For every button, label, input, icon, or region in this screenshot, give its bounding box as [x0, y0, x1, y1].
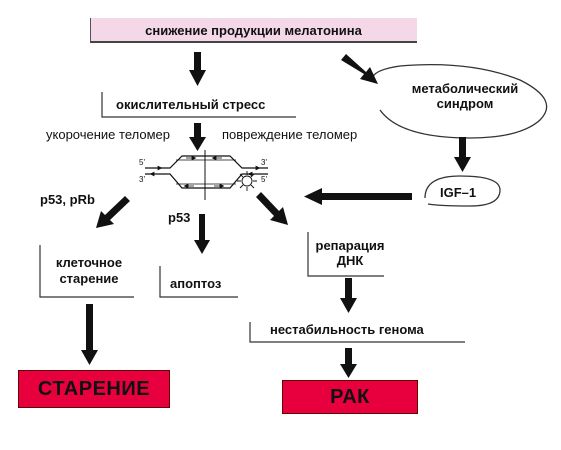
cellular-senescence-line2: старение — [59, 271, 119, 286]
dna-repair-line1: репарация — [315, 238, 385, 253]
dna-left-bottom-label: 3' — [139, 175, 145, 184]
telomere-shortening-label: укорочение теломер — [46, 127, 170, 142]
igf1-label: IGF–1 — [440, 185, 477, 200]
arrow-diag-1 — [341, 54, 378, 84]
telomere-damage-burst-icon — [237, 171, 257, 191]
arrow-diag-3 — [256, 192, 288, 225]
arrow-left-1 — [304, 188, 412, 205]
arrows — [81, 52, 471, 378]
igf1-ellipse — [424, 175, 501, 207]
cellular-senescence-line1: клеточное — [55, 255, 123, 270]
p53-label: p53 — [168, 210, 191, 225]
arrow-down-3 — [454, 137, 471, 172]
dna-left-top-label: 5' — [139, 158, 145, 167]
oxidative-stress-label: окислительный стресс — [116, 97, 266, 112]
cellular-senescence-label: клеточное старение — [46, 255, 132, 287]
dna-right-top-label: 3' — [261, 158, 267, 167]
arrow-down-6 — [340, 278, 357, 313]
metabolic-syndrome-label: метаболический синдром — [395, 81, 535, 111]
arrow-down-7 — [340, 348, 357, 378]
melatonin-decline-label: снижение продукции мелатонина — [145, 23, 362, 38]
cancer-outcome-box: РАК — [282, 380, 418, 414]
dna-right-bottom-label: 5' — [261, 175, 267, 184]
p53-prb-label: p53, pRb — [40, 192, 95, 207]
arrow-down-5 — [81, 304, 98, 365]
arrow-down-4 — [194, 214, 210, 254]
label-underlines — [39, 92, 465, 343]
arrow-diag-2 — [96, 196, 130, 228]
dna-telomere-schematic — [145, 150, 268, 200]
arrow-down-1 — [189, 52, 206, 86]
arrow-down-2 — [189, 123, 206, 151]
aging-outcome-box: СТАРЕНИЕ — [18, 370, 170, 408]
dna-repair-label: репарация ДНК — [310, 238, 390, 268]
melatonin-decline-box — [90, 18, 417, 43]
telomere-damage-label: повреждение теломер — [222, 127, 358, 142]
apoptosis-label: апоптоз — [170, 276, 222, 291]
dna-repair-line2: ДНК — [336, 253, 364, 268]
metabolic-syndrome-line2: синдром — [436, 96, 494, 111]
metabolic-syndrome-line1: метаболический — [411, 81, 519, 96]
metabolic-syndrome-ellipse — [371, 63, 548, 139]
genome-instability-label: нестабильность генома — [270, 322, 424, 337]
